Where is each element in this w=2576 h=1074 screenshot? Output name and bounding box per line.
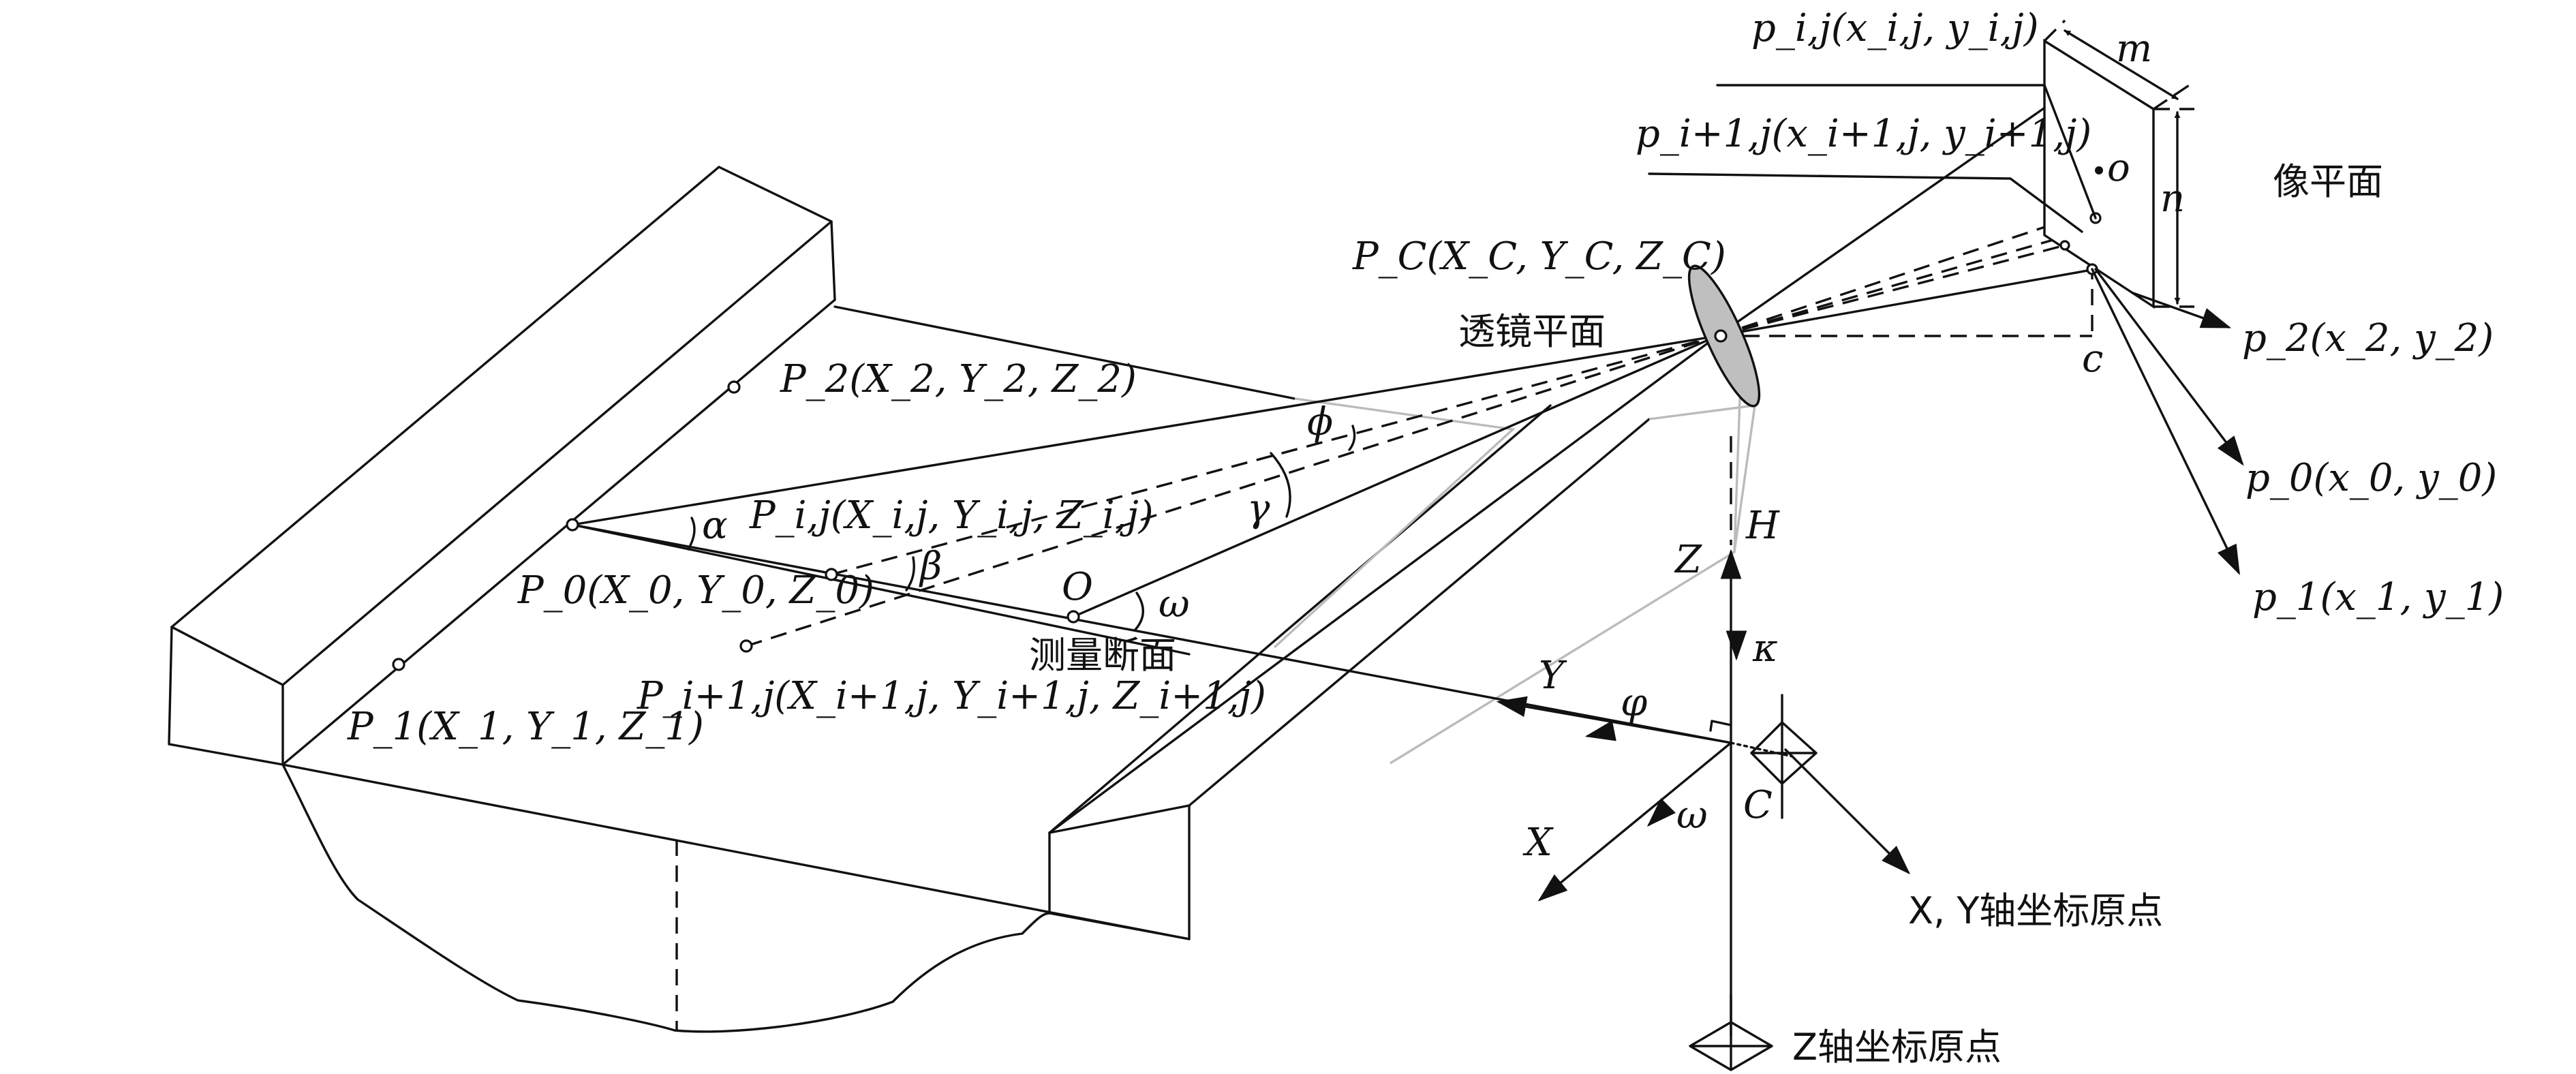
label-p-ij: p_i,j(x_i,j, y_i,j): [1751, 6, 2039, 50]
varphi-arrow: [1584, 720, 1616, 741]
label-kappa: κ: [1752, 626, 1778, 671]
arrow-p0: [2094, 268, 2244, 466]
dam-front-edge: [281, 763, 1191, 940]
ray-image-o: [1717, 210, 2093, 337]
label-omega: ω: [1159, 582, 1190, 626]
image-plane: [2043, 19, 2195, 309]
m-ext-2: [2153, 80, 2195, 110]
ray-P2: [571, 335, 1719, 526]
label-omega-axis: ω: [1676, 793, 1708, 838]
image-point-low: [2059, 240, 2070, 251]
point-P0: [566, 518, 579, 532]
ray-to-right-block: [1048, 335, 1719, 834]
label-z-origin: Z轴坐标原点: [1792, 1026, 2002, 1069]
label-lens-plane: 透镜平面: [1458, 310, 1606, 353]
m-dimension: [2064, 29, 2179, 100]
label-H: H: [1745, 504, 1780, 548]
ground-profile: [281, 763, 1051, 1033]
label-beta: β: [919, 544, 942, 589]
right-block-slope2: [1188, 418, 1651, 807]
label-Pij: P_i,j(X_i,j, Y_i,j, Z_i,j): [749, 493, 1154, 538]
label-Pi1j: P_i+1,j(X_i+1,j, Y_i+1,j, Z_i+1,j): [637, 674, 1266, 718]
ray-image-low: [1717, 244, 2066, 337]
right-block: [1048, 804, 1191, 940]
alpha-arc: [687, 517, 696, 551]
label-gamma: γ: [1247, 487, 1270, 531]
label-o: o: [2107, 146, 2130, 190]
survey-marker-xy-icon: [1750, 694, 1818, 819]
embankment: [168, 166, 1651, 1033]
right-block-slope: [1048, 404, 1552, 834]
label-phi: ϕ: [1307, 400, 1333, 444]
point-O: [1067, 610, 1080, 624]
ray-image-top: [1716, 80, 2083, 337]
label-p2: p_2(x_2, y_2): [2242, 316, 2494, 360]
image-point-o: [2095, 166, 2103, 174]
lens-center-point: [1714, 329, 1728, 343]
label-Z: Z: [1674, 538, 1702, 582]
crest-bottom-edge: [281, 298, 836, 766]
m-ext-1: [2043, 19, 2066, 42]
label-image-plane: 像平面: [2273, 160, 2383, 203]
gray-line-2: [1390, 404, 1756, 765]
coordinate-axes: [1496, 436, 1911, 1037]
ray-image-mid: [1717, 230, 2083, 337]
label-c: c: [2082, 337, 2103, 381]
omega-arc: [1133, 592, 1144, 632]
x-axis: [1537, 741, 1732, 902]
label-P0: P_0(X_0, Y_0, Z_0): [517, 568, 874, 613]
left-crest-side: [168, 626, 284, 766]
leader-pij: [1716, 84, 2097, 219]
ray-P0: [571, 523, 1191, 656]
section-line: [571, 523, 1732, 744]
leader-pi1j: [1648, 172, 2083, 233]
left-crest-top: [170, 166, 833, 686]
label-p0: p_0(x_0, y_0): [2245, 456, 2497, 500]
arrow-p2: [2132, 292, 2232, 328]
gray-line-1: [1273, 397, 1516, 649]
projection-rays: [571, 80, 2097, 834]
label-O: O: [1062, 565, 1093, 609]
ray-O: [1072, 335, 1719, 618]
label-Y: Y: [1539, 654, 1567, 698]
gamma-arc: [1270, 452, 1291, 518]
label-PC: P_C(X_C, Y_C, Z_C): [1352, 234, 1726, 279]
label-P1: P_1(X_1, Y_1, Z_1): [347, 705, 704, 749]
dam-back-edge: [833, 305, 1296, 400]
arrow-p1: [2091, 268, 2240, 575]
left-crest-front-top: [170, 626, 284, 686]
beta-arc: [905, 556, 915, 592]
omega-arrow: [1646, 798, 1676, 827]
point-Pi1j: [739, 639, 753, 653]
label-xy-origin: X, Y轴坐标原点: [1908, 889, 2163, 932]
ray-image-bottom: [1716, 268, 2097, 337]
point-Pij: [825, 568, 838, 581]
y-axis: [1496, 696, 1732, 744]
point-P2: [727, 380, 741, 394]
point-P1: [392, 658, 405, 671]
label-p-i1j: p_i+1,j(x_i+1,j, y_i+1,j): [1636, 112, 2091, 156]
ray-Pij: [831, 335, 1718, 576]
right-angle-mark: [1709, 720, 1732, 732]
survey-marker-z-icon: [1689, 994, 1773, 1071]
xy-origin-arrow: [1784, 748, 1911, 875]
label-n: n: [2160, 177, 2185, 221]
left-crest-back-edge: [830, 220, 836, 301]
label-P2: P_2(X_2, Y_2, Z_2): [780, 357, 1137, 401]
label-X: X: [1522, 820, 1554, 865]
label-section: 测量断面: [1029, 634, 1176, 677]
label-m: m: [2116, 27, 2152, 71]
phi-arc: [1348, 425, 1356, 451]
label-C: C: [1743, 783, 1773, 827]
label-alpha: α: [702, 504, 728, 548]
origin-dotted: [1730, 741, 1794, 758]
label-p1: p_1(x_1, y_1): [2252, 575, 2504, 619]
label-varphi: φ: [1621, 681, 1647, 725]
